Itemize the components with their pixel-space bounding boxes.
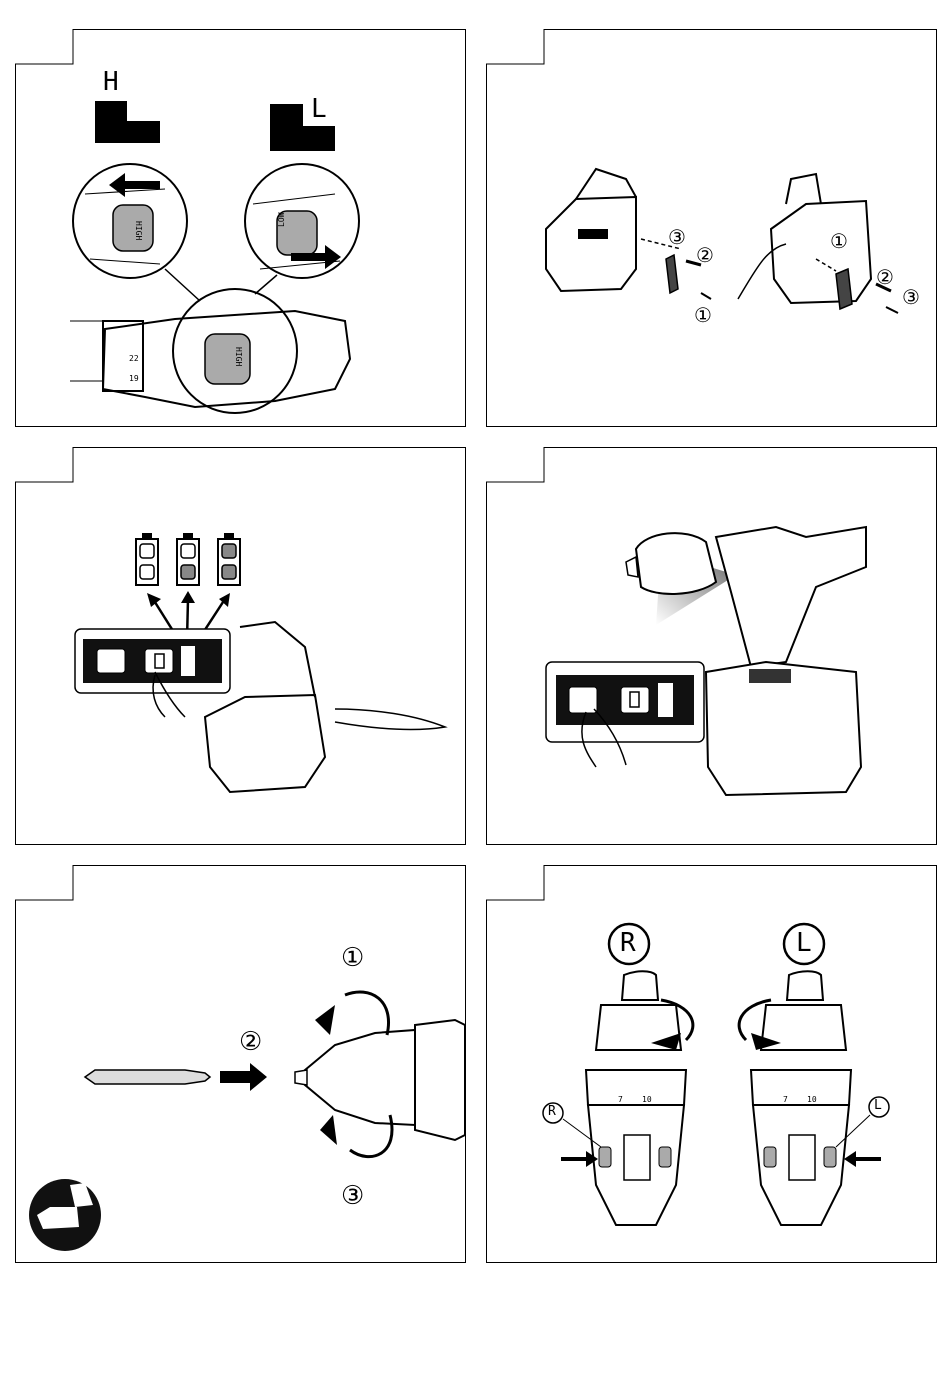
forward-rotation-label: R <box>620 928 636 958</box>
step-3-right: ③ <box>902 285 920 309</box>
switch-low-text: LOW <box>277 213 286 227</box>
panel-battery-indicator <box>15 447 466 845</box>
speed-low-label: L <box>311 94 327 124</box>
bit-insertion-illustration <box>15 865 466 1263</box>
rotation-direction-illustration <box>486 865 937 1263</box>
clutch-number-b-left: 10 <box>642 1095 652 1104</box>
high-speed-symbol <box>95 101 160 143</box>
forward-switch-label: R <box>548 1104 556 1119</box>
battery-level-medium-icon <box>177 533 199 585</box>
step-2-left: ② <box>696 243 714 267</box>
step-1-label: ① <box>341 943 364 973</box>
panel-speed-switch: H L HIGH LOW HIGH 22 19 <box>15 29 466 427</box>
clutch-ring-number-a: 22 <box>129 354 139 363</box>
panel-hook-attachment: ③ ② ① ① ② ③ <box>486 29 937 427</box>
insert-arrow-icon <box>220 1063 267 1091</box>
step-2-label: ② <box>239 1027 262 1057</box>
clutch-number-a-left: 7 <box>618 1095 623 1104</box>
step-3-label: ③ <box>341 1181 364 1211</box>
speed-high-label: H <box>103 67 119 97</box>
step-3-left: ③ <box>668 225 686 249</box>
led-light-illustration <box>486 447 937 845</box>
speed-switch-illustration <box>15 29 466 427</box>
switch-high-text-main: HIGH <box>234 347 243 366</box>
drill-forward <box>561 971 693 1225</box>
step-2-right: ② <box>876 265 894 289</box>
clutch-ring-number-b: 19 <box>129 374 139 383</box>
panel-bit-insertion: ① ② ③ <box>15 865 466 1263</box>
clutch-number-a-right: 7 <box>783 1095 788 1104</box>
reverse-switch-label: L <box>874 1098 882 1113</box>
battery-indicator-illustration <box>15 447 466 845</box>
driver-bit-icon <box>85 1070 210 1084</box>
switch-high-text: HIGH <box>134 221 143 240</box>
battery-level-low-icon <box>136 533 158 585</box>
clutch-number-b-right: 10 <box>807 1095 817 1104</box>
hook-illustration <box>486 29 937 427</box>
panel-rotation-direction: R L R L 7 10 7 10 <box>486 865 937 1263</box>
reverse-rotation-label: L <box>796 928 812 958</box>
step-1-left: ① <box>694 303 712 327</box>
step-1-right: ① <box>830 229 848 253</box>
battery-level-full-icon <box>218 533 240 585</box>
panel-led-light <box>486 447 937 845</box>
